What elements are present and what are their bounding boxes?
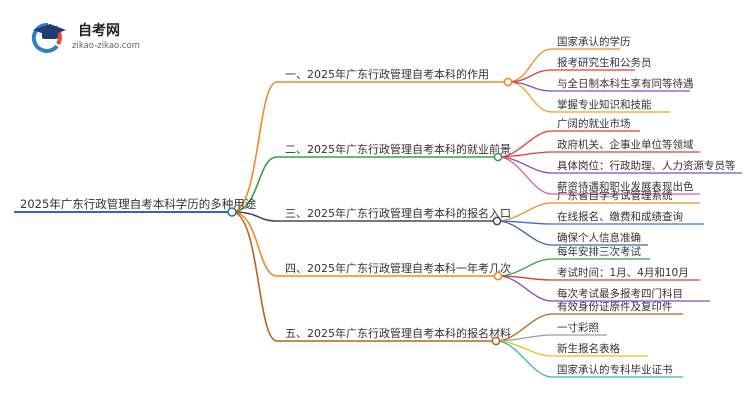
leaf-label: 在线报名、缴费和成绩查询 bbox=[557, 210, 683, 223]
branch-label: 三、2025年广东行政管理自考本科的报名入口 bbox=[285, 206, 511, 220]
leaf-label: 广东省自学考试管理系统 bbox=[557, 189, 673, 202]
leaf-connector bbox=[495, 340, 553, 378]
site-logo[interactable]: 自考网 zikao-zikao.com bbox=[31, 22, 140, 53]
leaf-topic[interactable]: 新生报名表格 bbox=[552, 342, 648, 357]
leaf-topic[interactable]: 广阔的就业市场 bbox=[552, 117, 640, 132]
leaf-connector bbox=[497, 156, 553, 195]
branch-connector bbox=[231, 156, 278, 213]
branch-connector bbox=[231, 211, 278, 222]
root-node-dot bbox=[227, 207, 237, 217]
leaf-topic[interactable]: 报考研究生和公务员 bbox=[552, 56, 652, 71]
leaf-topic[interactable]: 一寸彩照 bbox=[552, 321, 607, 336]
branch-node-dot bbox=[503, 77, 513, 87]
graduation-cap-icon bbox=[31, 22, 66, 53]
branch-node-dot bbox=[492, 216, 502, 226]
leaf-topic[interactable]: 国家承认的专科毕业证书 bbox=[552, 363, 683, 378]
leaf-topic[interactable]: 广东省自学考试管理系统 bbox=[552, 189, 700, 204]
leaf-connector bbox=[507, 81, 553, 113]
leaf-connector bbox=[497, 275, 553, 302]
root-topic[interactable]: 2025年广东行政管理自考本科学历的多种用途 bbox=[14, 197, 257, 217]
leaf-label: 具体岗位：行政助理、人力资源专员等 bbox=[557, 159, 736, 172]
leaf-topic[interactable]: 考试时间：1月、4月和10月 bbox=[552, 266, 700, 281]
leaf-topics: 国家承认的学历报考研究生和公务员与全日制本科生享有同等待遇掌握专业知识和技能广阔… bbox=[552, 35, 742, 378]
leaf-label: 确保个人信息准确 bbox=[557, 231, 641, 244]
branch-connector bbox=[231, 211, 278, 277]
leaf-connector bbox=[496, 220, 553, 246]
branch-topic-3[interactable]: 三、2025年广东行政管理自考本科的报名入口 bbox=[277, 206, 511, 222]
branch-topic-4[interactable]: 四、2025年广东行政管理自考本科一年考几次 bbox=[277, 261, 511, 277]
leaf-label: 每年安排三次考试 bbox=[557, 245, 641, 258]
branch-topics: 一、2025年广东行政管理自考本科的作用二、2025年广东行政管理自考本科的就业… bbox=[277, 67, 513, 346]
branch-node-dot bbox=[491, 336, 501, 346]
leaf-topic[interactable]: 薪资待遇和职业发展表现出色 bbox=[552, 180, 700, 195]
leaf-topic[interactable]: 具体岗位：行政助理、人力资源专员等 bbox=[552, 159, 742, 174]
leaf-label: 国家承认的专科毕业证书 bbox=[557, 363, 673, 376]
branch-topic-2[interactable]: 二、2025年广东行政管理自考本科的就业前景 bbox=[277, 142, 511, 158]
leaf-label: 新生报名表格 bbox=[557, 342, 620, 355]
leaf-label: 一寸彩照 bbox=[557, 321, 599, 334]
leaf-topic[interactable]: 掌握专业知识和技能 bbox=[552, 98, 670, 113]
branch-label: 五、2025年广东行政管理自考本科的报名材料 bbox=[285, 326, 511, 340]
leaf-connector bbox=[507, 48, 553, 83]
leaf-label: 广阔的就业市场 bbox=[557, 117, 631, 130]
leaf-label: 每次考试最多报考四门科目 bbox=[557, 287, 683, 300]
leaf-topic[interactable]: 有效身份证原件及复印件 bbox=[552, 300, 683, 315]
leaf-label: 报考研究生和公务员 bbox=[557, 56, 652, 69]
logo-title: 自考网 bbox=[78, 22, 120, 39]
leaf-topic[interactable]: 国家承认的学历 bbox=[552, 35, 631, 50]
leaf-label: 有效身份证原件及复印件 bbox=[557, 300, 673, 313]
branch-node-dot bbox=[493, 152, 503, 162]
branch-topic-5[interactable]: 五、2025年广东行政管理自考本科的报名材料 bbox=[277, 326, 511, 342]
leaf-topic[interactable]: 确保个人信息准确 bbox=[552, 231, 648, 246]
leaf-label: 薪资待遇和职业发展表现出色 bbox=[557, 180, 694, 193]
branch-node-dot bbox=[493, 271, 503, 281]
logo-subtitle: zikao-zikao.com bbox=[72, 41, 140, 51]
branch-label: 二、2025年广东行政管理自考本科的就业前景 bbox=[285, 142, 511, 156]
branch-connector bbox=[231, 81, 278, 213]
branch-label: 四、2025年广东行政管理自考本科一年考几次 bbox=[285, 261, 511, 275]
leaf-topic[interactable]: 每年安排三次考试 bbox=[552, 245, 650, 260]
branch-connector bbox=[231, 211, 278, 342]
root-topic-label: 2025年广东行政管理自考本科学历的多种用途 bbox=[20, 197, 257, 211]
leaf-topic[interactable]: 在线报名、缴费和成绩查询 bbox=[552, 210, 704, 225]
branch-label: 一、2025年广东行政管理自考本科的作用 bbox=[285, 67, 489, 81]
leaf-topic[interactable]: 政府机关、企事业单位等领域 bbox=[552, 138, 700, 153]
connector-lines bbox=[231, 48, 553, 378]
leaf-label: 考试时间：1月、4月和10月 bbox=[557, 266, 689, 279]
branch-topic-1[interactable]: 一、2025年广东行政管理自考本科的作用 bbox=[277, 67, 508, 83]
leaf-label: 掌握专业知识和技能 bbox=[557, 98, 652, 111]
leaf-label: 政府机关、企事业单位等领域 bbox=[557, 138, 694, 151]
leaf-label: 国家承认的学历 bbox=[557, 35, 631, 48]
leaf-label: 与全日制本科生享有同等待遇 bbox=[557, 77, 694, 90]
leaf-topic[interactable]: 每次考试最多报考四门科目 bbox=[552, 287, 710, 302]
leaf-topic[interactable]: 与全日制本科生享有同等待遇 bbox=[552, 77, 694, 92]
